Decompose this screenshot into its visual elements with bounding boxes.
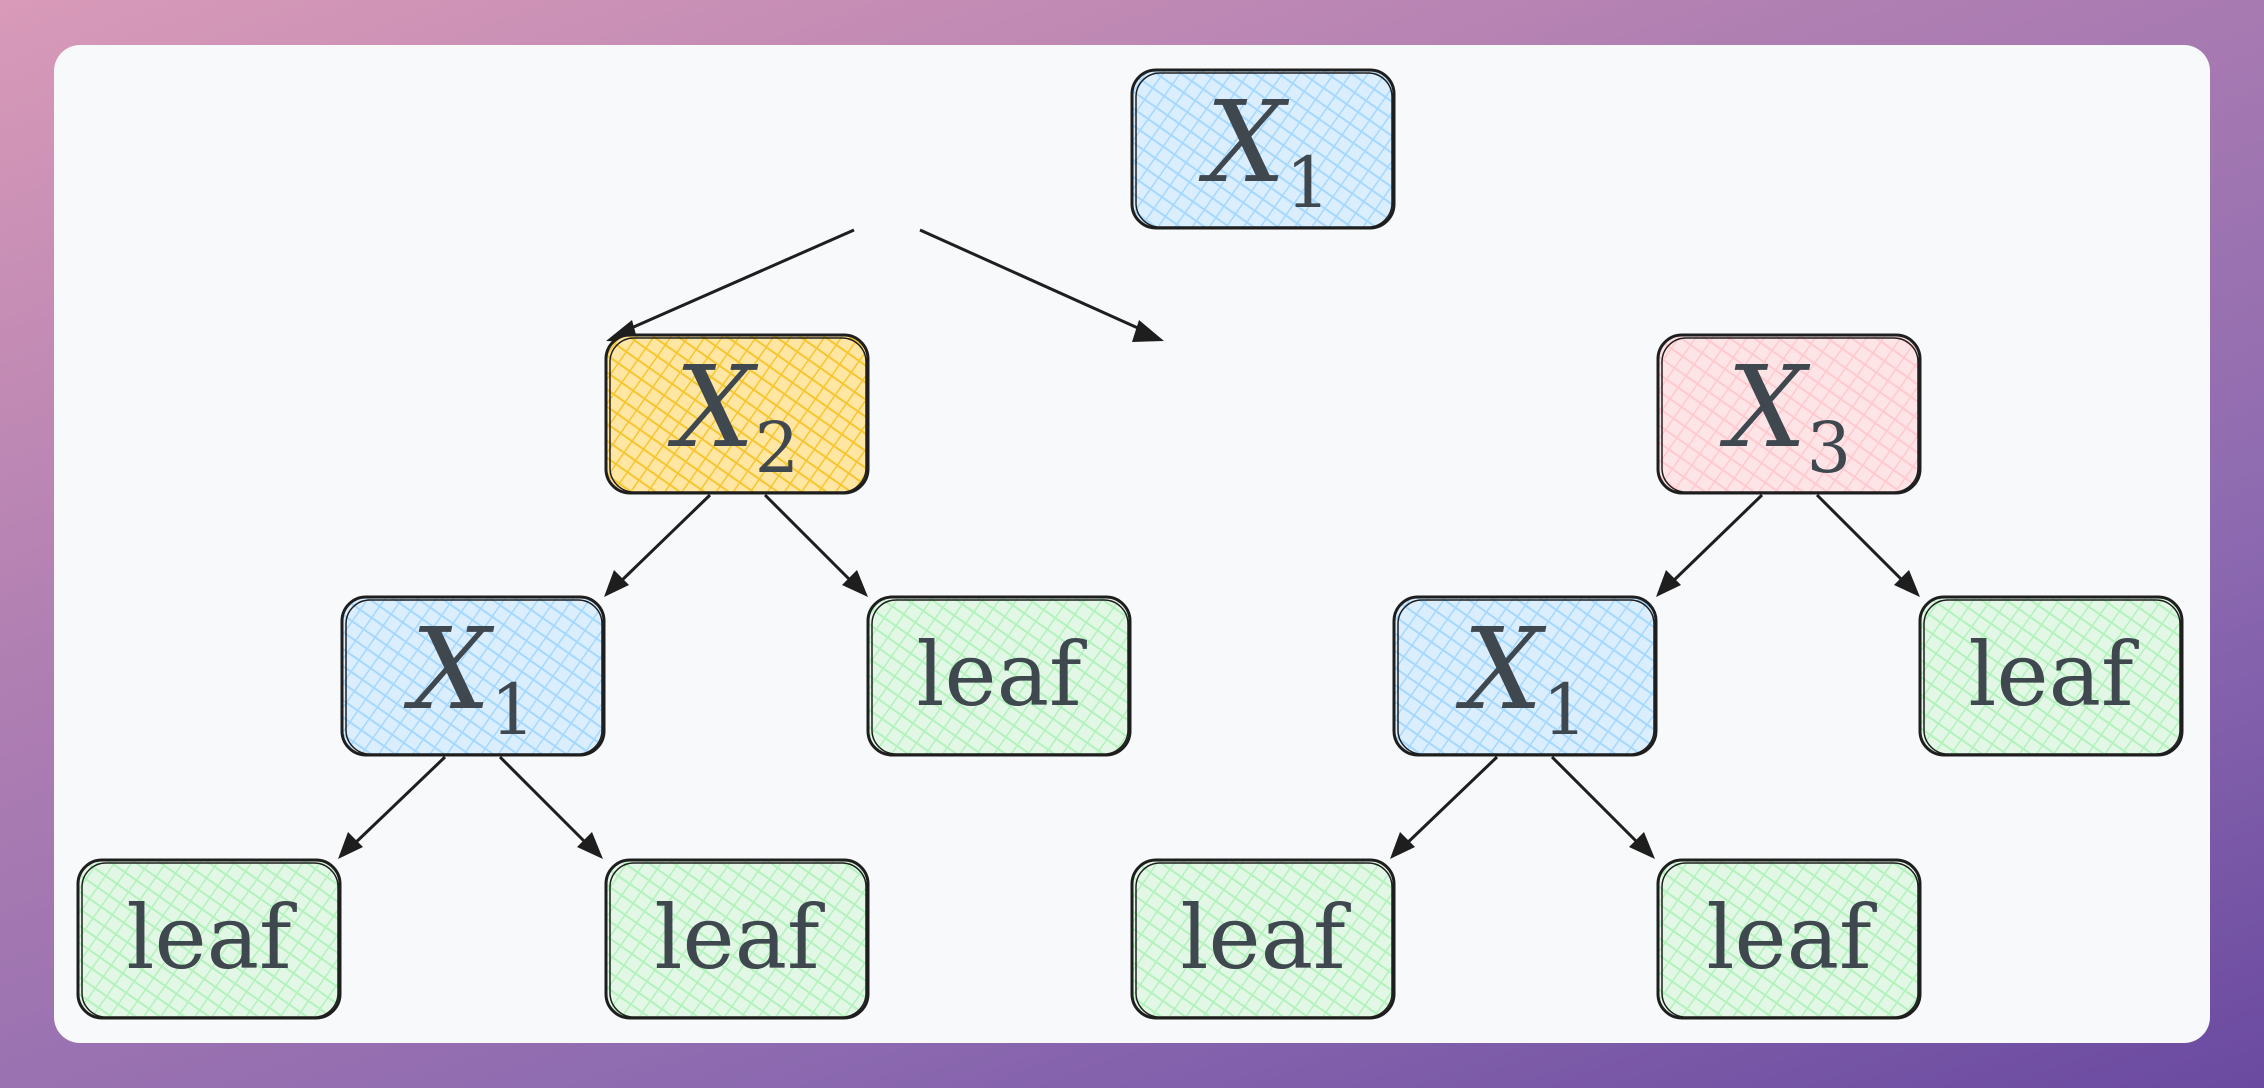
node-leaf-x3-right: leaf	[1918, 595, 2184, 757]
edge-x2-to-x1-left	[615, 493, 712, 587]
node-x1-left-variable: X	[403, 605, 495, 735]
node-x2-variable: X	[667, 343, 759, 473]
edge-x2-to-leaf	[763, 493, 857, 587]
diagram-canvas: X1 X2 X3 X1	[54, 45, 2210, 1043]
node-x3-variable: X	[1719, 343, 1811, 473]
leaf-label: leaf	[126, 886, 297, 989]
node-x3-subscript: 3	[1807, 407, 1852, 489]
node-x2: X2	[604, 333, 870, 495]
edge-root-to-x2	[619, 228, 855, 335]
node-root-variable: X	[1198, 78, 1290, 208]
arrowhead-x3-to-x1-right	[1656, 570, 1681, 597]
arrowhead-x3-to-leaf	[1894, 570, 1920, 597]
node-x1-right-subscript: 1	[1543, 669, 1588, 751]
node-leaf-bottom-2: leaf	[604, 858, 870, 1020]
leaf-label: leaf	[1706, 886, 1877, 989]
node-leaf-x2-right: leaf	[866, 595, 1132, 757]
leaf-label: leaf	[654, 886, 825, 989]
edge-x3-to-x1-right	[1667, 493, 1764, 587]
node-leaf-bottom-3: leaf	[1130, 858, 1396, 1020]
node-x1-right: X1	[1392, 595, 1658, 757]
arrowhead-x1-left-to-leaf-right	[577, 832, 603, 859]
edge-x3-to-leaf	[1815, 493, 1909, 587]
arrowhead-root-to-x3	[1132, 320, 1164, 342]
edges	[338, 228, 1920, 859]
svg-text:X1: X1	[1198, 78, 1330, 224]
edge-x1-right-to-leaf-left	[1401, 755, 1499, 849]
edge-root-to-x3	[919, 228, 1150, 335]
leaf-label: leaf	[916, 623, 1087, 726]
arrowhead-x1-right-to-leaf-right	[1629, 832, 1655, 859]
node-x1-right-variable: X	[1455, 605, 1547, 735]
node-x2-subscript: 2	[755, 407, 800, 489]
svg-text:X2: X2	[667, 343, 799, 489]
edge-x1-right-to-leaf-right	[1550, 755, 1644, 849]
arrowhead-x2-to-leaf	[842, 570, 868, 597]
node-x3: X3	[1656, 333, 1922, 495]
node-leaf-bottom-1: leaf	[76, 858, 342, 1020]
node-root-subscript: 1	[1286, 142, 1331, 224]
leaf-label: leaf	[1180, 886, 1351, 989]
svg-text:X3: X3	[1719, 343, 1851, 489]
node-leaf-bottom-4: leaf	[1656, 858, 1922, 1020]
svg-text:X1: X1	[1455, 605, 1587, 751]
arrowhead-x2-to-x1-left	[604, 570, 629, 597]
edge-x1-left-to-leaf-left	[349, 755, 447, 849]
edge-x1-left-to-leaf-right	[498, 755, 592, 849]
node-x1-left-subscript: 1	[491, 669, 536, 751]
arrowhead-x1-right-to-leaf-left	[1390, 832, 1415, 859]
node-root-x1: X1	[1130, 68, 1396, 230]
svg-text:X1: X1	[403, 605, 535, 751]
arrowhead-x1-left-to-leaf-left	[338, 832, 363, 859]
leaf-label: leaf	[1968, 623, 2139, 726]
node-x1-left: X1	[340, 595, 606, 757]
decision-tree-diagram: X1 X2 X3 X1	[76, 68, 2184, 1020]
